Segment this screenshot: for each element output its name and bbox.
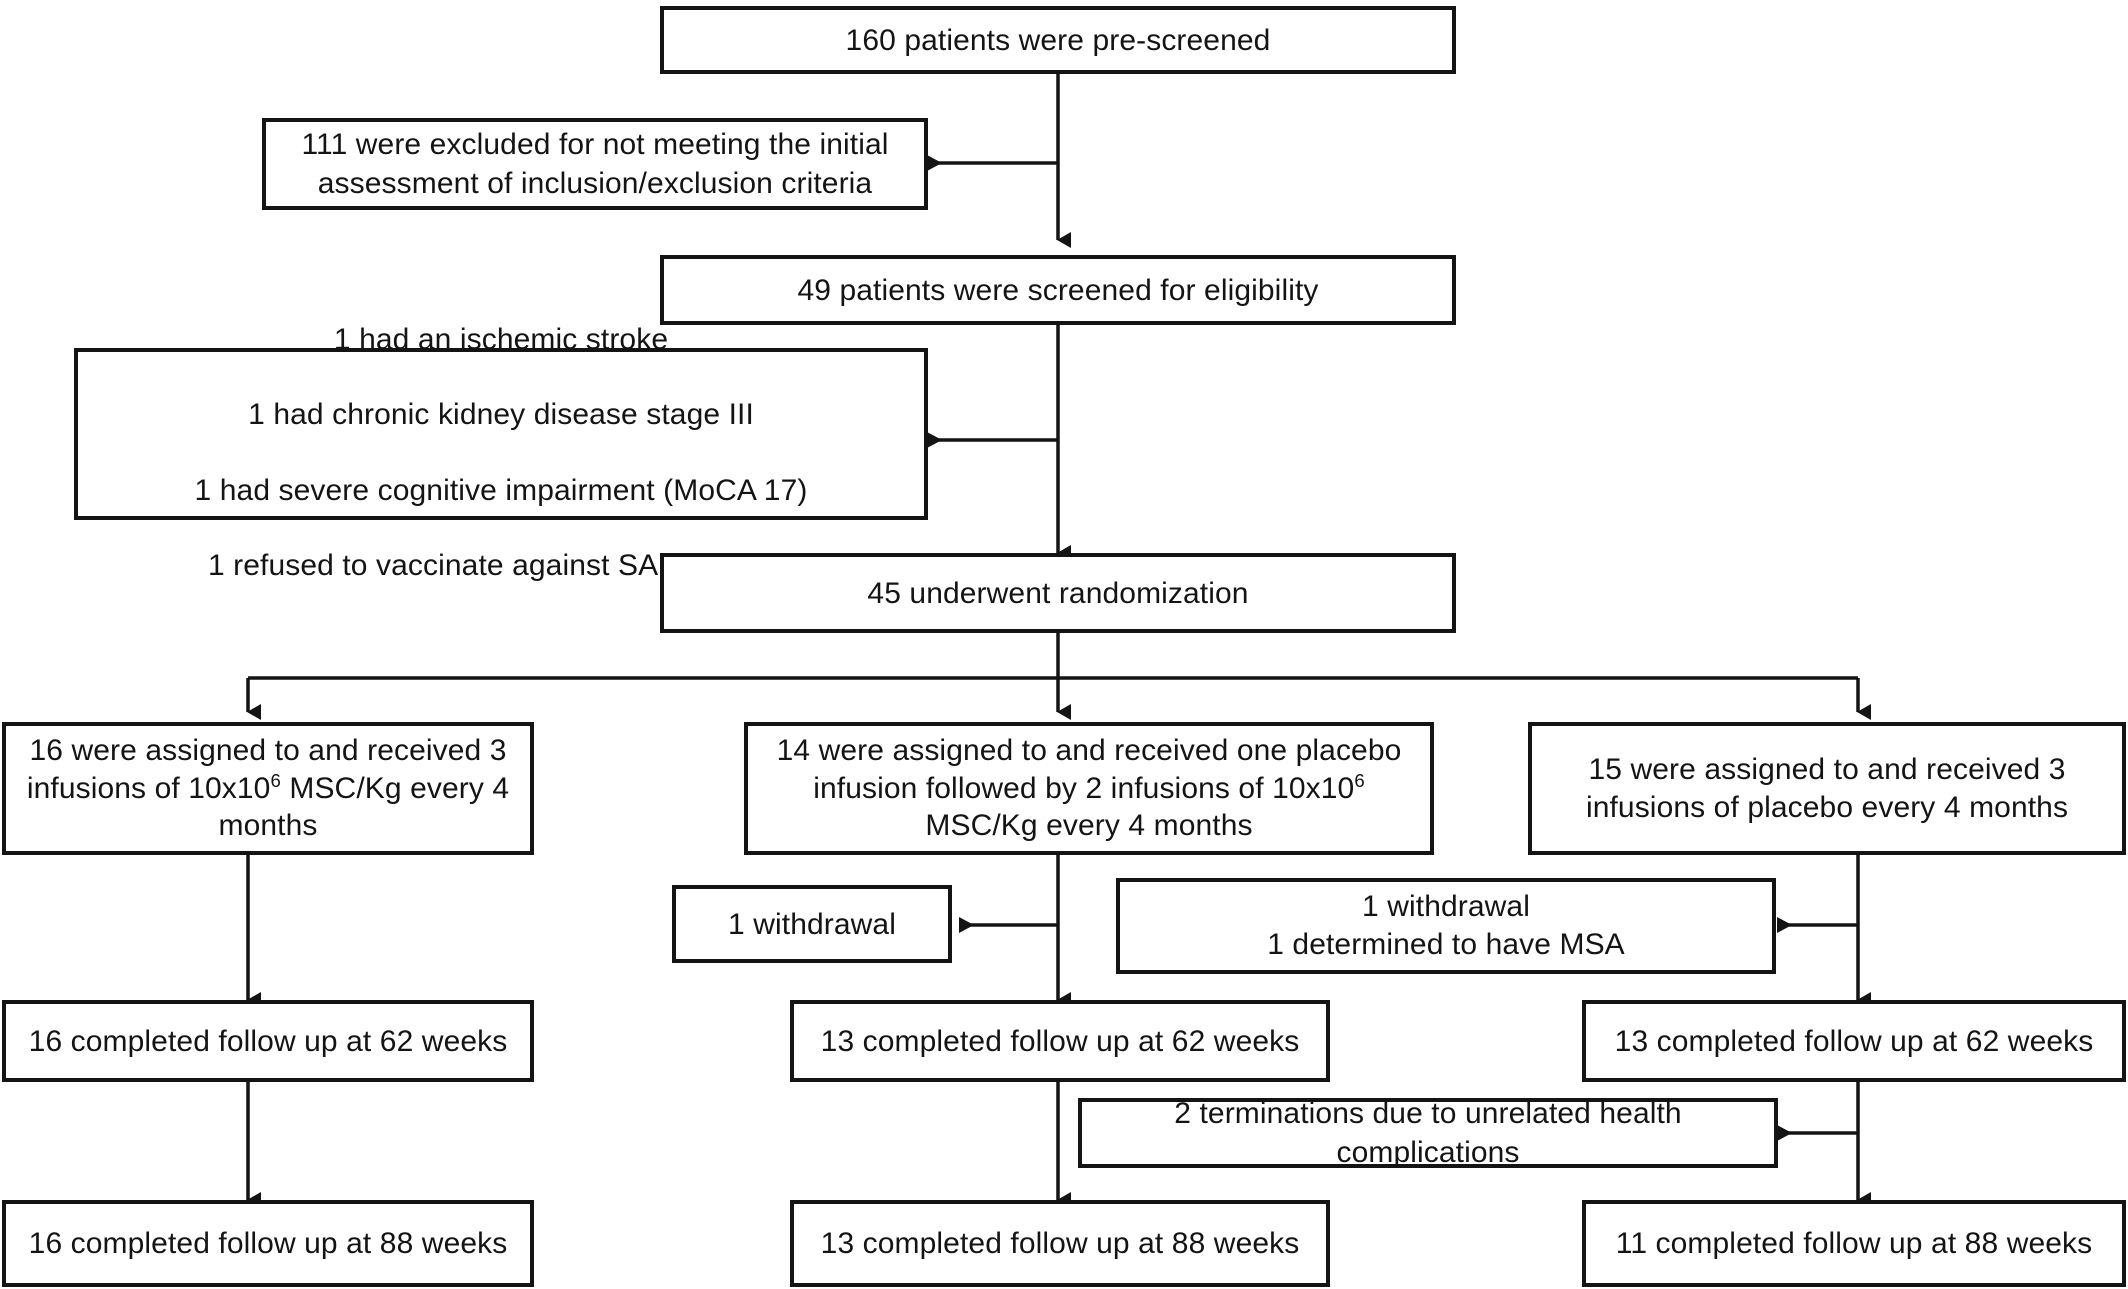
node-prescreened-label: 160 patients were pre-screened [845,23,1271,57]
arm-msc-pre: 16 were assigned to and received 3 infus… [26,733,507,805]
node-withdrawal-mid: 1 withdrawal [672,885,952,963]
node-terminations-right: 2 terminations due to unrelated health c… [1078,1097,1778,1169]
node-arm-placebo-then-msc-label: 14 were assigned to and received one pla… [748,732,1430,845]
arm-mid-pre: 14 were assigned to and received one pla… [776,733,1402,805]
node-screened-eligibility-label: 49 patients were screened for eligibilit… [797,273,1319,307]
node-followup-62-mid: 13 completed follow up at 62 weeks [790,1000,1330,1082]
node-followup-88-placebo-label: 11 completed follow up at 88 weeks [1615,1227,2093,1260]
node-arm-placebo: 15 were assigned to and received 3 infus… [1528,722,2126,855]
node-prescreened: 160 patients were pre-screened [660,6,1456,74]
node-followup-62-placebo-label: 13 completed follow up at 62 weeks [1614,1024,2094,1058]
node-followup-88-msc: 16 completed follow up at 88 weeks [2,1200,534,1287]
node-withdrawal-right-label: 1 withdrawal 1 determined to have MSA [1267,890,1625,961]
arm-msc-exponent: 6 [270,769,281,791]
node-followup-88-placebo: 11 completed follow up at 88 weeks [1582,1200,2126,1287]
arm-msc-post: MSC/Kg every 4 months [218,771,510,843]
node-screened-eligibility: 49 patients were screened for eligibilit… [660,255,1456,325]
excluded-detail-line-3: 1 had severe cognitive impairment (MoCA … [194,473,808,507]
node-followup-88-mid: 13 completed follow up at 88 weeks [790,1200,1330,1287]
node-followup-62-msc-label: 16 completed follow up at 62 weeks [28,1024,508,1058]
node-randomization: 45 underwent randomization [660,553,1456,633]
node-excluded-initial: 111 were excluded for not meeting the in… [262,118,928,210]
node-excluded-details-lines: 1 had an ischemic stroke 1 had chronic k… [78,283,924,585]
node-followup-62-placebo: 13 completed follow up at 62 weeks [1582,1000,2126,1082]
node-followup-88-msc-label: 16 completed follow up at 88 weeks [28,1227,508,1260]
excluded-detail-line-2: 1 had chronic kidney disease stage III [248,398,754,432]
arm-mid-exponent: 6 [1354,769,1365,791]
node-terminations-right-label: 2 terminations due to unrelated health c… [1174,1097,1682,1169]
node-arm-placebo-label: 15 were assigned to and received 3 infus… [1585,752,2069,824]
node-arm-msc: 16 were assigned to and received 3 infus… [2,722,534,855]
node-excluded-initial-label: 111 were excluded for not meeting the in… [301,128,889,200]
node-followup-62-mid-label: 13 completed follow up at 62 weeks [820,1024,1300,1058]
node-arm-msc-label: 16 were assigned to and received 3 infus… [6,732,530,845]
node-withdrawal-mid-label: 1 withdrawal [728,907,896,941]
node-arm-placebo-then-msc: 14 were assigned to and received one pla… [744,722,1434,855]
node-followup-88-mid-label: 13 completed follow up at 88 weeks [820,1227,1300,1260]
node-followup-62-msc: 16 completed follow up at 62 weeks [2,1000,534,1082]
excluded-detail-line-1: 1 had an ischemic stroke [333,322,669,356]
node-randomization-label: 45 underwent randomization [867,576,1249,610]
node-excluded-details: 1 had an ischemic stroke 1 had chronic k… [74,323,928,582]
node-withdrawal-right: 1 withdrawal 1 determined to have MSA [1116,878,1776,974]
arm-mid-post: MSC/Kg every 4 months [925,809,1253,843]
